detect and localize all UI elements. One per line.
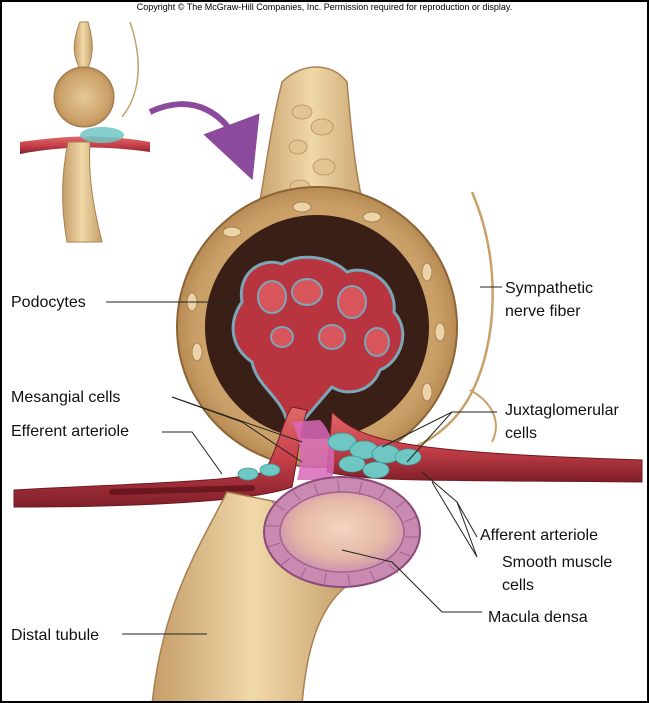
leader-lines (106, 286, 502, 635)
smooth-muscle-cells-label-line2: cells (502, 577, 535, 594)
juxtaglomerular-cells-label-line2: cells (505, 425, 538, 442)
mesangial-cells-label: Mesangial cells (11, 389, 121, 406)
zoom-arrow (148, 101, 260, 181)
mesangial-region (292, 420, 335, 480)
sympathetic-nerve-fiber-label-line2: nerve fiber (505, 303, 581, 320)
inset-overview (20, 21, 150, 243)
distal-tubule-label: Distal tubule (11, 627, 100, 644)
smooth-muscle-cells-label-line1: Smooth muscle (502, 554, 613, 571)
efferent-arteriole-label: Efferent arteriole (11, 423, 129, 440)
sympathetic-nerve-fiber-label-line1: Sympathetic (505, 280, 594, 297)
sympathetic-nerve-fiber (401, 191, 494, 454)
podocytes-label: Podocytes (11, 294, 86, 311)
macula-densa (263, 476, 421, 588)
copyright-notice: Copyright © The McGraw-Hill Companies, I… (136, 2, 513, 12)
efferent-arteriole (13, 406, 308, 508)
juxtaglomerular-cell-cluster (237, 432, 422, 481)
afferent-arteriole-label: Afferent arteriole (480, 527, 598, 544)
glomerular-tuft (231, 255, 405, 424)
macula-densa-label: Macula densa (488, 609, 588, 626)
juxtaglomerular-cells-label-line1: Juxtaglomerular (505, 402, 619, 419)
